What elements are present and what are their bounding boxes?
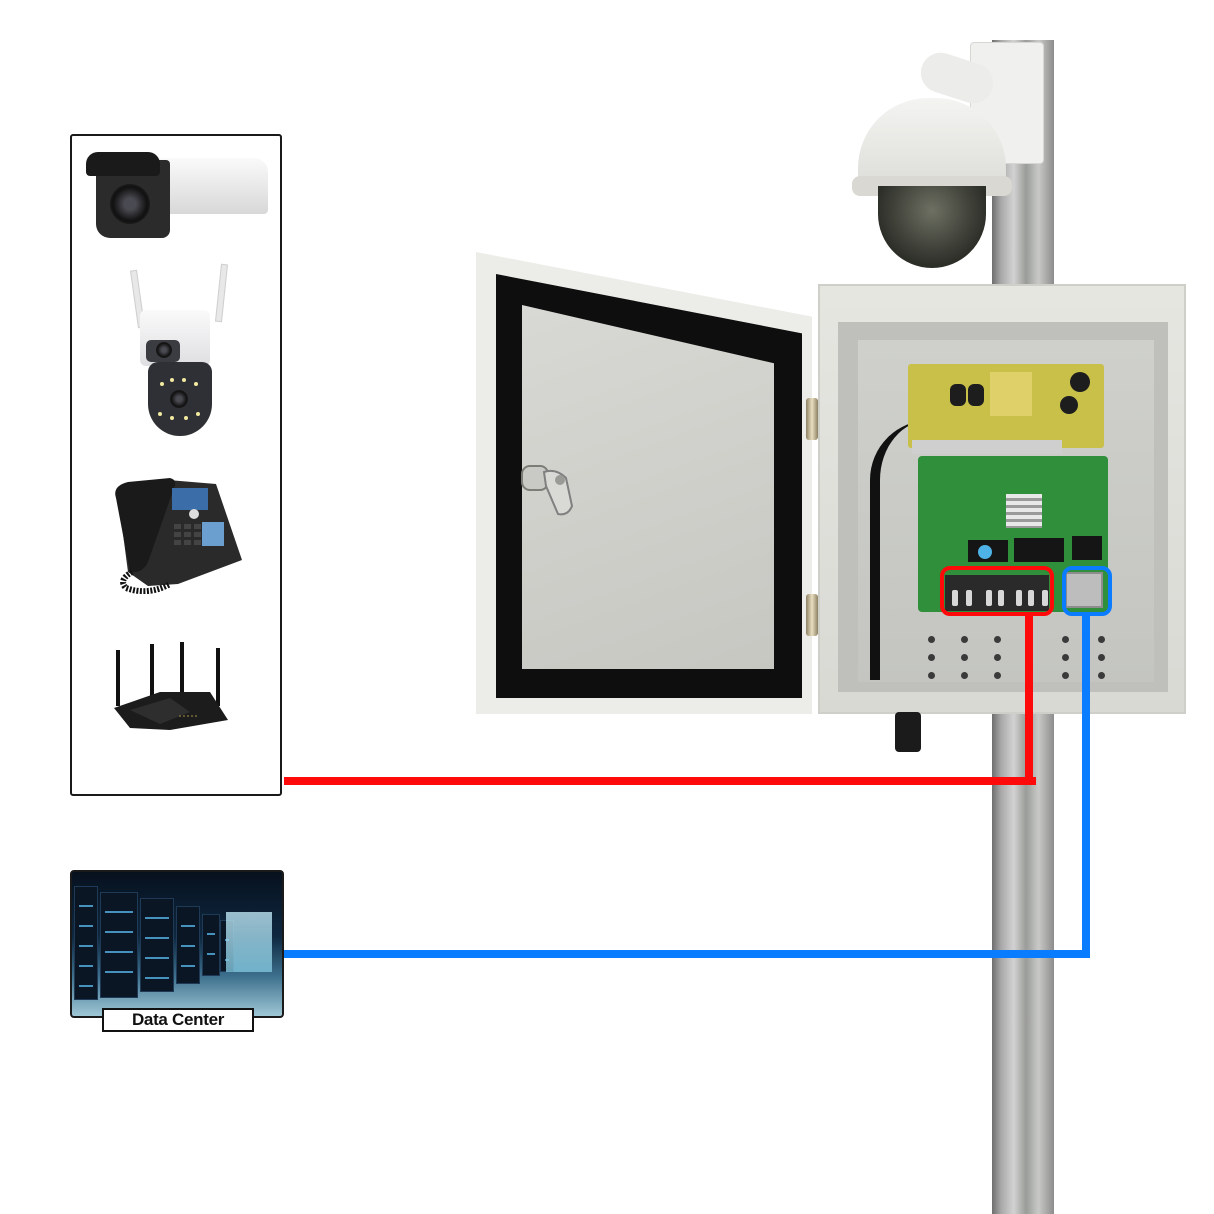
endpoint-devices-panel [70, 134, 282, 796]
port-contact [952, 590, 958, 606]
wifi-router-icon [114, 642, 228, 730]
camera-lens-icon [156, 342, 172, 358]
port-contact [986, 590, 992, 606]
capacitor-icon [950, 384, 966, 406]
ip-phone-icon [115, 478, 242, 594]
chip-icon [1014, 538, 1064, 562]
server-rack [74, 886, 98, 1000]
sfp-uplink-port [1065, 572, 1103, 608]
server-rack [140, 898, 174, 992]
vent-hole [994, 654, 1001, 661]
port-contact [1016, 590, 1022, 606]
vent-hole [994, 636, 1001, 643]
server-room-window [226, 912, 272, 972]
poe-connection-line-horizontal [284, 777, 1036, 785]
port-contact [998, 590, 1004, 606]
buzzer-icon [978, 545, 992, 559]
ir-led-icon [184, 416, 188, 420]
server-rack [202, 914, 220, 976]
ir-led-icon [160, 382, 164, 386]
poe-connection-line-vertical [1025, 614, 1033, 785]
uplink-connection-line-vertical [1082, 614, 1090, 958]
camera-lens-icon [170, 390, 188, 408]
capacitor-icon [1060, 396, 1078, 414]
power-cable [870, 420, 930, 680]
vent-hole [994, 672, 1001, 679]
ir-led-icon [194, 382, 198, 386]
transformer-icon [990, 372, 1032, 416]
heatsink-icon [1006, 494, 1042, 528]
port-contact [1042, 590, 1048, 606]
ir-led-icon [196, 412, 200, 416]
vent-hole [961, 636, 968, 643]
poe-ports-highlight [940, 566, 1054, 616]
hinge-icon [806, 594, 818, 636]
data-center-label: Data Center [102, 1008, 254, 1032]
vent-hole [961, 654, 968, 661]
vent-hole [961, 672, 968, 679]
camera-lens-icon [110, 184, 150, 224]
vent-hole [1062, 654, 1069, 661]
capacitor-icon [968, 384, 984, 406]
vent-hole [928, 672, 935, 679]
vent-hole [928, 636, 935, 643]
cable-gland-icon [895, 712, 921, 752]
chip-icon [1072, 536, 1102, 560]
vent-hole [1062, 672, 1069, 679]
sfp-port-highlight [1062, 566, 1112, 616]
server-rack [176, 906, 200, 984]
port-contact [1028, 590, 1034, 606]
port-contact [966, 590, 972, 606]
cam-lock-icon [521, 465, 574, 516]
vent-hole [1098, 672, 1105, 679]
vent-hole [1062, 636, 1069, 643]
psu-mounting-rail [912, 440, 1062, 454]
vent-hole [1098, 636, 1105, 643]
server-rack [100, 892, 138, 998]
uplink-connection-line-horizontal [284, 950, 1090, 958]
bullet-camera-hood [86, 152, 160, 176]
dome-camera-lens-icon [878, 186, 986, 268]
vent-hole [928, 654, 935, 661]
ir-led-icon [158, 412, 162, 416]
ir-led-icon [182, 378, 186, 382]
hinge-icon [806, 398, 818, 440]
capacitor-icon [1070, 372, 1090, 392]
ir-led-icon [170, 416, 174, 420]
server-room-icon [70, 870, 284, 1018]
ir-led-icon [170, 378, 174, 382]
vent-hole [1098, 654, 1105, 661]
